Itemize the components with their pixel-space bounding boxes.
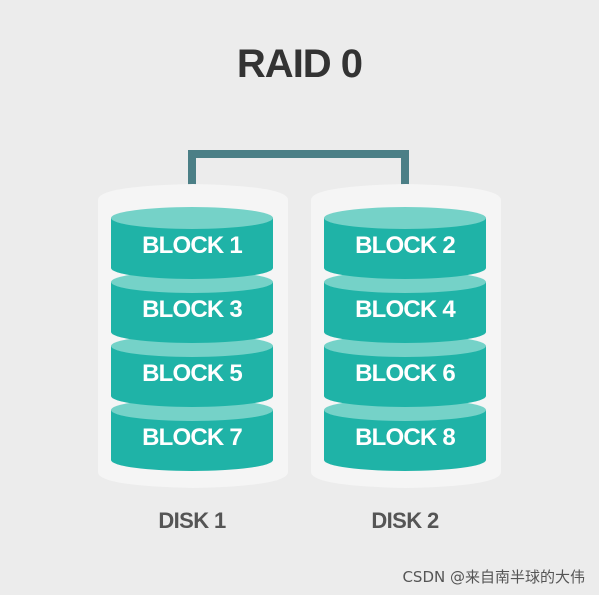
watermark: CSDN @来自南半球的大伟 bbox=[402, 568, 585, 586]
block-label: BLOCK 2 bbox=[355, 232, 455, 259]
block-cylinder: BLOCK 2 bbox=[324, 207, 486, 279]
stripe-connector bbox=[188, 150, 409, 214]
block-cylinder: BLOCK 8 bbox=[324, 399, 486, 471]
disk-1: BLOCK 7 BLOCK 5 BLOCK 3 BLOCK 1 DISK 1 bbox=[98, 184, 288, 533]
block-cylinder: BLOCK 3 bbox=[111, 271, 273, 343]
diagram-title: RAID 0 bbox=[236, 42, 363, 86]
block-label: BLOCK 8 bbox=[355, 424, 455, 451]
block-body bbox=[111, 346, 273, 407]
block-label: BLOCK 6 bbox=[355, 360, 455, 387]
block-label: BLOCK 1 bbox=[142, 232, 242, 259]
disk-label: DISK 1 bbox=[158, 508, 226, 533]
disk-label: DISK 2 bbox=[371, 508, 439, 533]
block-label: BLOCK 4 bbox=[355, 296, 456, 323]
block-body bbox=[111, 410, 273, 471]
block-body bbox=[324, 282, 486, 343]
block-cylinder: BLOCK 6 bbox=[324, 335, 486, 407]
block-body bbox=[324, 346, 486, 407]
block-body bbox=[324, 410, 486, 471]
block-body bbox=[111, 282, 273, 343]
block-cylinder: BLOCK 7 bbox=[111, 399, 273, 471]
block-body bbox=[111, 218, 273, 279]
block-cylinder: BLOCK 4 bbox=[324, 271, 486, 343]
disk-2: BLOCK 8 BLOCK 6 BLOCK 4 BLOCK 2 DISK 2 bbox=[311, 184, 501, 533]
block-label: BLOCK 5 bbox=[142, 360, 242, 387]
block-cylinder: BLOCK 1 bbox=[111, 207, 273, 279]
block-body bbox=[324, 218, 486, 279]
block-label: BLOCK 3 bbox=[142, 296, 242, 323]
block-top bbox=[111, 207, 273, 229]
block-label: BLOCK 7 bbox=[142, 424, 242, 451]
block-top bbox=[324, 207, 486, 229]
block-cylinder: BLOCK 5 bbox=[111, 335, 273, 407]
